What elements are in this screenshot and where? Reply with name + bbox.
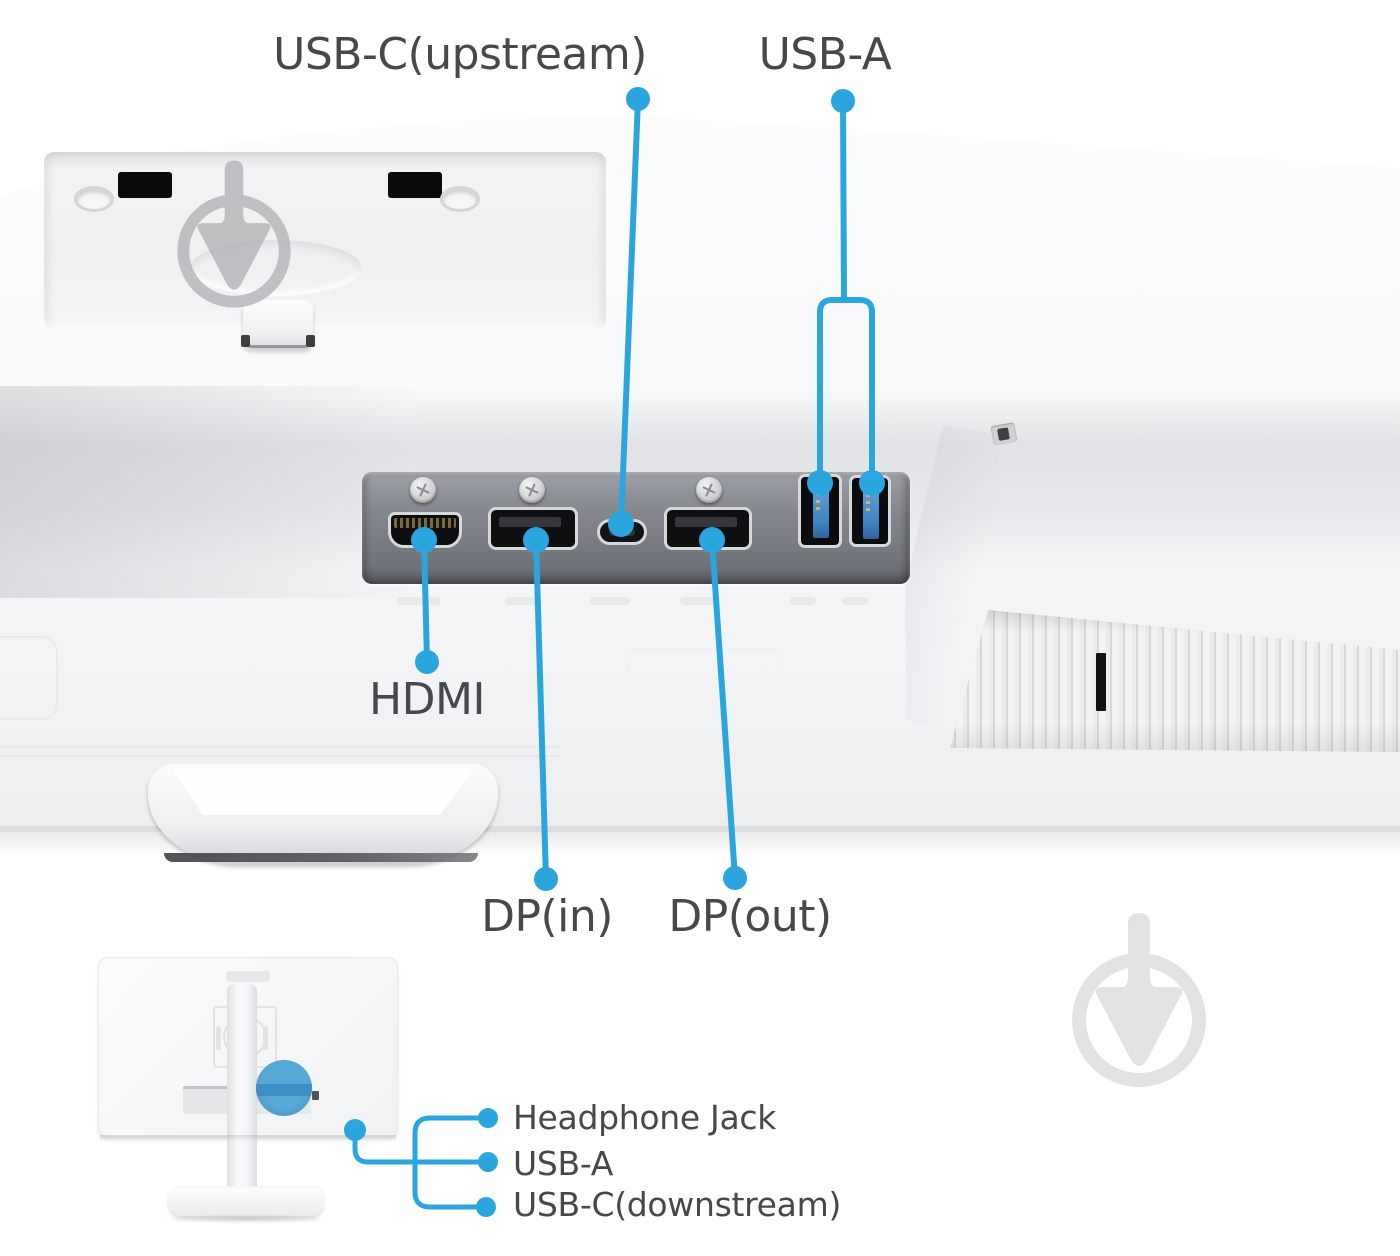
- screw-icon: [519, 477, 545, 503]
- vesa-mount-hole-right: [388, 172, 442, 198]
- port-engraving: [680, 597, 716, 605]
- label-hdmi: HDMI: [369, 674, 485, 725]
- stand-release-tab: [241, 300, 315, 348]
- usb-a-tongue: [813, 486, 829, 538]
- label-dp-in: DP(in): [481, 891, 613, 942]
- label-headphone-jack: Headphone Jack: [513, 1098, 777, 1137]
- center-recess-outline: [628, 648, 778, 734]
- label-inset-usb-a: USB-A: [513, 1144, 613, 1183]
- usb-a-port-1-icon: [798, 474, 842, 548]
- vesa-mount-hole-left: [118, 172, 172, 198]
- displayport-out-icon: [664, 507, 752, 550]
- inset-stand-base: [168, 1186, 324, 1216]
- screw-icon: [410, 477, 436, 503]
- screw-hole-right-icon: [440, 186, 480, 212]
- port-engraving: [790, 597, 816, 605]
- label-dp-out: DP(out): [668, 891, 832, 942]
- download-arrow-watermark-icon: [1072, 913, 1206, 1087]
- port-engraving: [397, 597, 441, 605]
- kensington-lock-slot-icon: [990, 422, 1018, 446]
- port-engraving: [842, 597, 868, 605]
- label-usb-c-upstream: USB-C(upstream): [273, 29, 647, 80]
- label-usb-c-downstream: USB-C(downstream): [513, 1185, 842, 1224]
- label-usb-a-top: USB-A: [758, 29, 892, 80]
- monitor-bottom-edge: [0, 826, 1400, 829]
- usb-a-port-2-icon: [849, 475, 891, 547]
- callout-bracket-inset: [412, 1115, 488, 1210]
- screw-hole-left-icon: [74, 186, 114, 212]
- left-recess-outline: [0, 636, 58, 720]
- inset-bottom-shadow: [100, 1135, 396, 1141]
- stand-foot: [148, 764, 498, 864]
- inset-stand-column: [227, 984, 257, 1189]
- inset-highlight-band: [256, 1084, 312, 1096]
- port-engraving: [590, 597, 630, 605]
- hdmi-port-icon: [388, 512, 462, 548]
- inset-base-shadow: [158, 1214, 334, 1224]
- inset-vesa-slot: [263, 1026, 268, 1050]
- inset-brand-logo: [226, 971, 270, 982]
- port-engraving: [505, 597, 541, 605]
- screw-icon: [696, 477, 722, 503]
- usb-a-tongue: [863, 487, 879, 539]
- inset-vesa-slot: [216, 1026, 221, 1050]
- bottom-bezel-crease: [0, 746, 560, 757]
- headphone-jack-highlight-circle: [256, 1060, 312, 1116]
- usb-c-port-icon: [597, 519, 647, 545]
- inset-kensington-slot: [312, 1091, 319, 1100]
- stand-mount-depression: [190, 240, 362, 296]
- displayport-in-icon: [488, 507, 578, 550]
